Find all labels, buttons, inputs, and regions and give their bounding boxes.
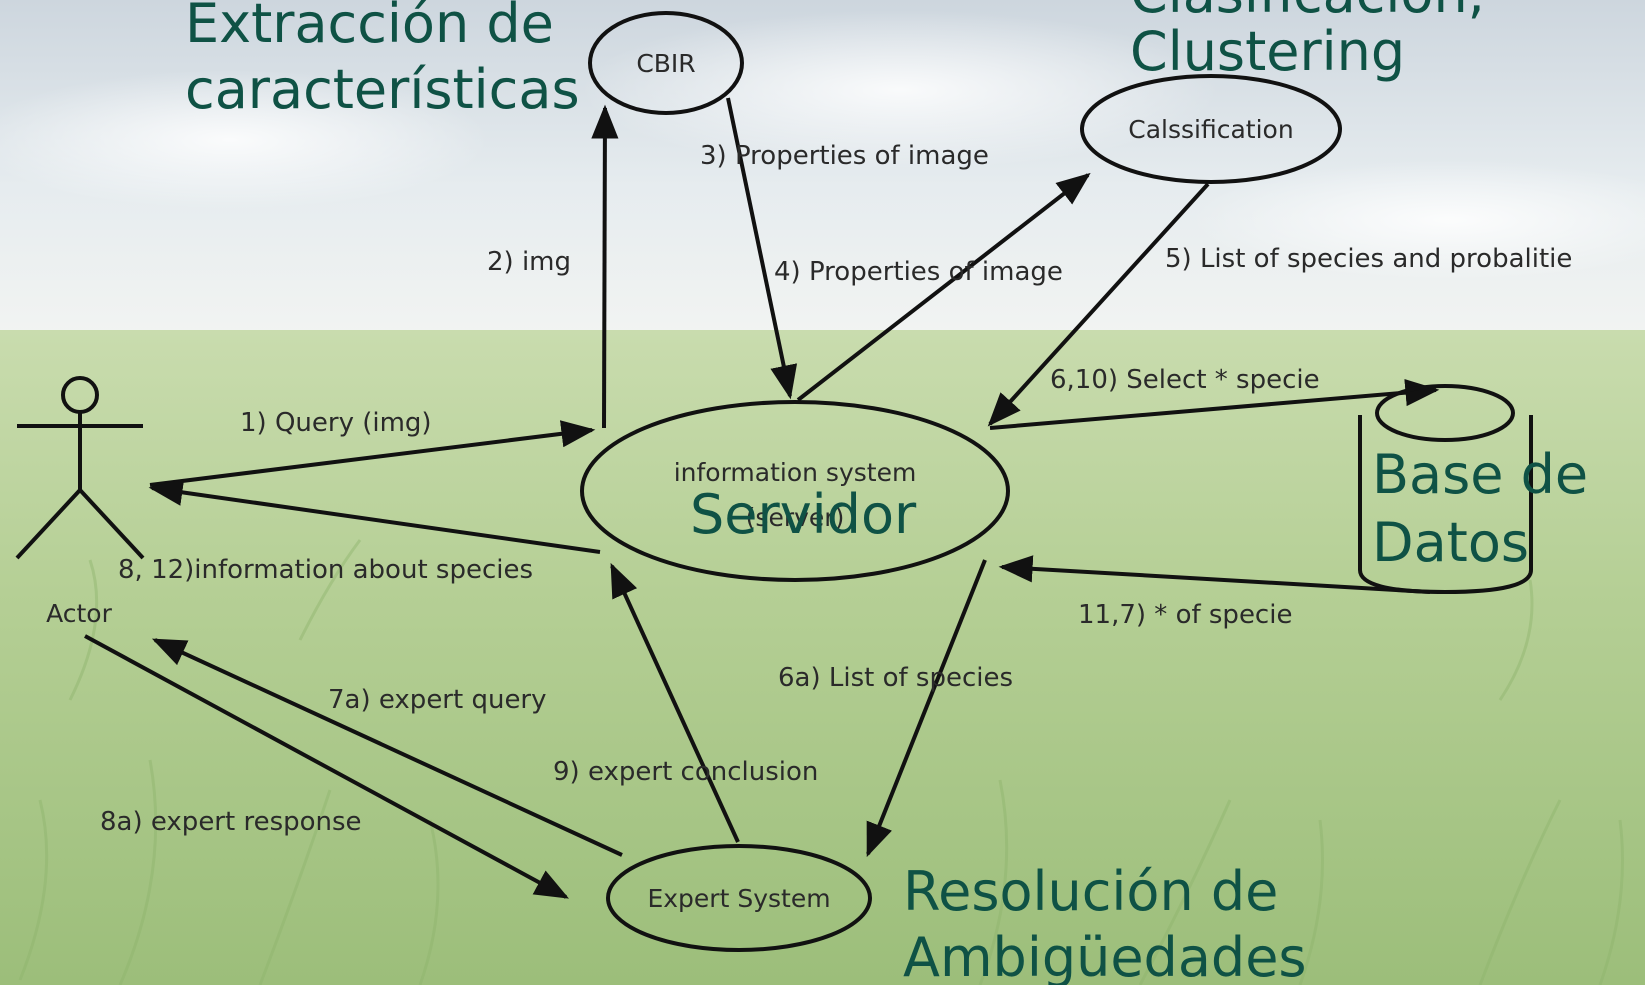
heading-classification-line2: Clustering	[1130, 20, 1405, 83]
label-information-about-species: 8, 12)information about species	[118, 555, 533, 585]
information-system-label: information system	[674, 458, 917, 487]
heading-extraction-line1: Extracción de	[185, 0, 554, 55]
information-system-ellipse	[580, 400, 1010, 582]
edge-of-specie	[998, 555, 1431, 594]
heading-resolution-line2: Ambigüedades	[903, 926, 1307, 985]
grass-texture	[18, 539, 1624, 985]
heading-database-line2: Datos	[1372, 511, 1529, 574]
node-classification: Calssification	[1080, 74, 1342, 184]
node-expert-system: Expert System	[606, 844, 872, 952]
actor-label: Actor	[46, 599, 113, 628]
heading-resolution-line1: Resolución de	[903, 860, 1278, 923]
edge-species-list	[987, 182, 1210, 427]
edge-labels: 1) Query (img) 2) img 3) Properties of i…	[100, 141, 1572, 837]
node-information-system: information system (server)	[580, 400, 1010, 582]
label-list-of-species: 6a) List of species	[778, 663, 1013, 693]
heading-classification-line1: Clasificación,	[1130, 0, 1485, 25]
actor-right-leg	[78, 488, 145, 560]
node-database	[1358, 384, 1533, 595]
classification-label: Calssification	[1128, 115, 1293, 144]
actor	[15, 376, 145, 560]
expert-system-ellipse	[606, 844, 872, 952]
label-expert-response: 8a) expert response	[100, 807, 362, 837]
label-expert-query: 7a) expert query	[328, 685, 547, 715]
label-select-specie: 6,10) Select * specie	[1050, 365, 1320, 395]
expert-system-label: Expert System	[647, 884, 830, 913]
cbir-ellipse	[588, 11, 744, 115]
wheat-field	[0, 330, 1645, 985]
edge-select-specie	[989, 379, 1440, 430]
heading-server: Servidor	[690, 483, 917, 546]
node-cbir: CBIR	[588, 11, 744, 115]
edge-information-about-species	[148, 478, 601, 554]
edge-expert-conclusion	[610, 562, 740, 843]
classification-ellipse	[1080, 74, 1342, 184]
heading-extraction-line2: características	[185, 58, 580, 121]
label-properties-3: 3) Properties of image	[700, 141, 989, 171]
information-system-sublabel: (server)	[746, 503, 845, 532]
database-top	[1375, 384, 1515, 442]
label-query: 1) Query (img)	[240, 408, 432, 438]
edge-properties-to-server	[726, 97, 798, 400]
edge-properties-to-classification	[796, 172, 1091, 402]
cbir-label: CBIR	[636, 49, 695, 78]
database-body	[1358, 415, 1533, 595]
cloud	[0, 70, 490, 210]
cloud	[1190, 160, 1645, 280]
edge-expert-query	[151, 638, 623, 857]
label-expert-conclusion: 9) expert conclusion	[553, 757, 818, 787]
edges	[84, 97, 1440, 899]
edge-img	[591, 104, 619, 429]
edge-list-of-species	[866, 559, 987, 858]
headings: Extracción de características Clasificac…	[185, 0, 1588, 985]
actor-left-leg	[15, 488, 82, 560]
edge-expert-response	[84, 634, 569, 899]
label-of-specie: 11,7) * of specie	[1078, 600, 1292, 630]
label-img: 2) img	[487, 247, 571, 277]
label-properties-4: 4) Properties of image	[774, 257, 1063, 287]
label-species-probabilities: 5) List of species and probalitie	[1165, 244, 1572, 274]
edge-query	[149, 420, 596, 487]
heading-database-line1: Base de	[1372, 443, 1588, 506]
